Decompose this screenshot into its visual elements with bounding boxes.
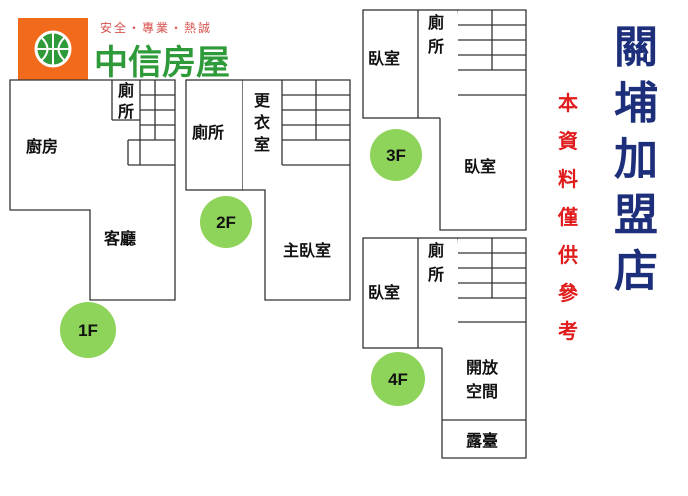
floor-badge-3f: 3F (370, 129, 422, 181)
room-closet-a: 更 (254, 91, 271, 110)
svg-text:店: 店 (614, 246, 658, 297)
svg-text:供: 供 (557, 243, 578, 267)
room-toilet-4f-b: 所 (428, 265, 444, 284)
logo-tagline: 安全・專業・熱誠 (100, 20, 212, 35)
svg-text:4F: 4F (388, 370, 408, 389)
floor-badge-4f: 4F (371, 352, 425, 406)
room-kitchen: 廚房 (26, 137, 58, 156)
svg-text:2F: 2F (216, 213, 236, 232)
svg-text:考: 考 (558, 319, 578, 343)
floor-badge-1f: 1F (60, 302, 116, 358)
room-terrace: 露臺 (466, 431, 498, 450)
room-open-space-b: 空間 (466, 382, 498, 401)
svg-text:埔: 埔 (614, 78, 658, 129)
svg-text:3F: 3F (386, 146, 406, 165)
svg-text:1F: 1F (78, 321, 98, 340)
svg-text:盟: 盟 (614, 190, 658, 241)
room-bedroom-3f-a: 臥室 (368, 49, 400, 68)
floor-2-plan (185, 79, 351, 301)
room-closet-b: 衣 (254, 113, 270, 132)
svg-text:加: 加 (614, 134, 658, 185)
store-name: 關 埔 加 盟 店 (614, 22, 658, 297)
svg-text:料: 料 (558, 167, 578, 191)
room-living: 客廳 (104, 229, 136, 248)
room-toilet-4f-a: 廁 (428, 241, 444, 260)
floor-3-plan (362, 9, 527, 231)
room-bedroom-3f-b: 臥室 (464, 157, 496, 176)
room-toilet-1f-a: 廁 (118, 81, 134, 100)
company-logo: 安全・專業・熱誠 中信房屋 (18, 18, 230, 83)
floor-4-plan (362, 237, 527, 459)
svg-text:關: 關 (614, 22, 658, 73)
svg-text:僅: 僅 (557, 205, 578, 229)
room-closet-c: 室 (254, 135, 270, 154)
room-toilet-3f-a: 廁 (428, 13, 444, 32)
room-open-space-a: 開放 (466, 358, 499, 377)
svg-text:本: 本 (558, 91, 578, 115)
room-toilet-3f-b: 所 (428, 37, 444, 56)
room-master-bedroom: 主臥室 (283, 241, 331, 260)
reference-note: 本 資 料 僅 供 參 考 (557, 91, 579, 343)
floor-badge-2f: 2F (200, 196, 252, 248)
logo-name: 中信房屋 (94, 43, 230, 83)
floor-1-plan (9, 79, 176, 301)
room-toilet-2f: 廁所 (192, 123, 224, 142)
room-bedroom-4f: 臥室 (368, 283, 400, 302)
svg-text:參: 參 (558, 281, 579, 305)
svg-text:資: 資 (558, 129, 578, 153)
room-toilet-1f-b: 所 (118, 102, 134, 121)
